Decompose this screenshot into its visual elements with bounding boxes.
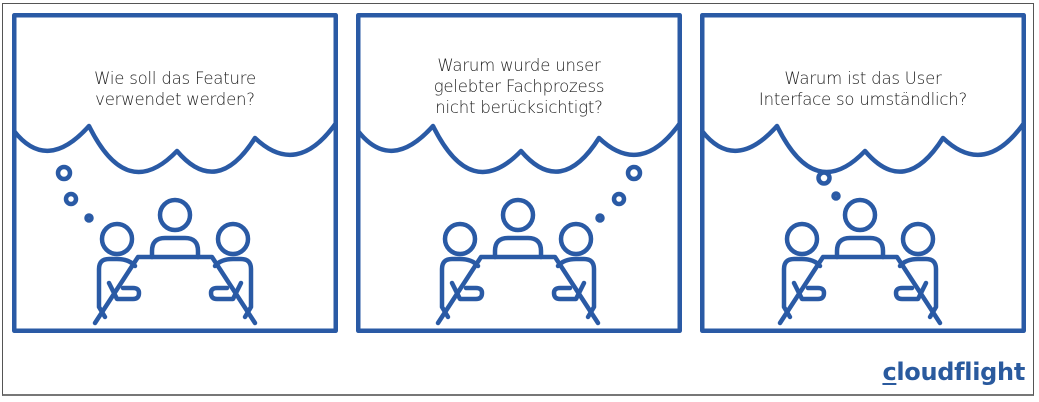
panel-illustration (700, 13, 1026, 333)
logo-text: loudflight (896, 358, 1025, 386)
panel-border (700, 13, 1026, 333)
panel-caption: Warum ist das User Interface so umständl… (758, 69, 968, 109)
thought-bubbles-icon (595, 164, 643, 223)
thought-cloud-outline (12, 120, 338, 175)
meeting-table-icon (780, 200, 940, 323)
thought-bubbles-icon (816, 170, 841, 201)
panel-illustration (356, 13, 682, 333)
panel-border (12, 13, 338, 333)
logo-first-letter: c (882, 358, 897, 386)
meeting-table-icon (438, 200, 598, 323)
panel-caption: Warum wurde unser gelebter Fachprozess n… (433, 55, 605, 117)
comic-panel-3: Warum ist das User Interface so umständl… (700, 13, 1026, 333)
panel-illustration (12, 13, 338, 333)
thought-bubbles-icon (55, 164, 94, 223)
panel-border (356, 13, 682, 333)
cloudflight-logo: cloudflight (882, 358, 1025, 386)
comic-panel-2: Warum wurde unser gelebter Fachprozess n… (356, 13, 682, 333)
thought-cloud-outline (700, 120, 1026, 175)
thought-cloud-outline (356, 120, 682, 175)
meeting-table-icon (95, 200, 255, 323)
comic-panel-1: Wie soll das Feature verwendet werden? (12, 13, 338, 333)
panel-caption: Wie soll das Feature verwendet werden? (94, 69, 256, 109)
